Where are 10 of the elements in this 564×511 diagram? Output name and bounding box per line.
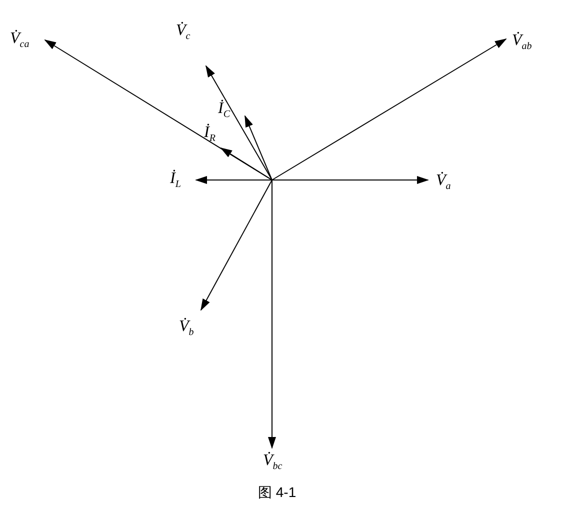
phasor-label: V̇$_{ab}$ [512, 32, 532, 54]
phasor-label: İ$_{C}$ [218, 100, 230, 122]
phasor-label: V̇$_{a}$ [436, 172, 451, 194]
figure-caption: 图 4-1 [258, 484, 296, 502]
phasor-label: İ$_{R}$ [204, 124, 216, 146]
phasor-label: V̇$_{c}$ [176, 22, 190, 44]
phasor-label: V̇$_{ca}$ [10, 30, 30, 52]
phasor-label: İ$_{L}$ [170, 170, 181, 192]
phasor-label: V̇$_{b}$ [179, 318, 194, 340]
phasor-label: V̇$_{bc}$ [263, 452, 282, 474]
